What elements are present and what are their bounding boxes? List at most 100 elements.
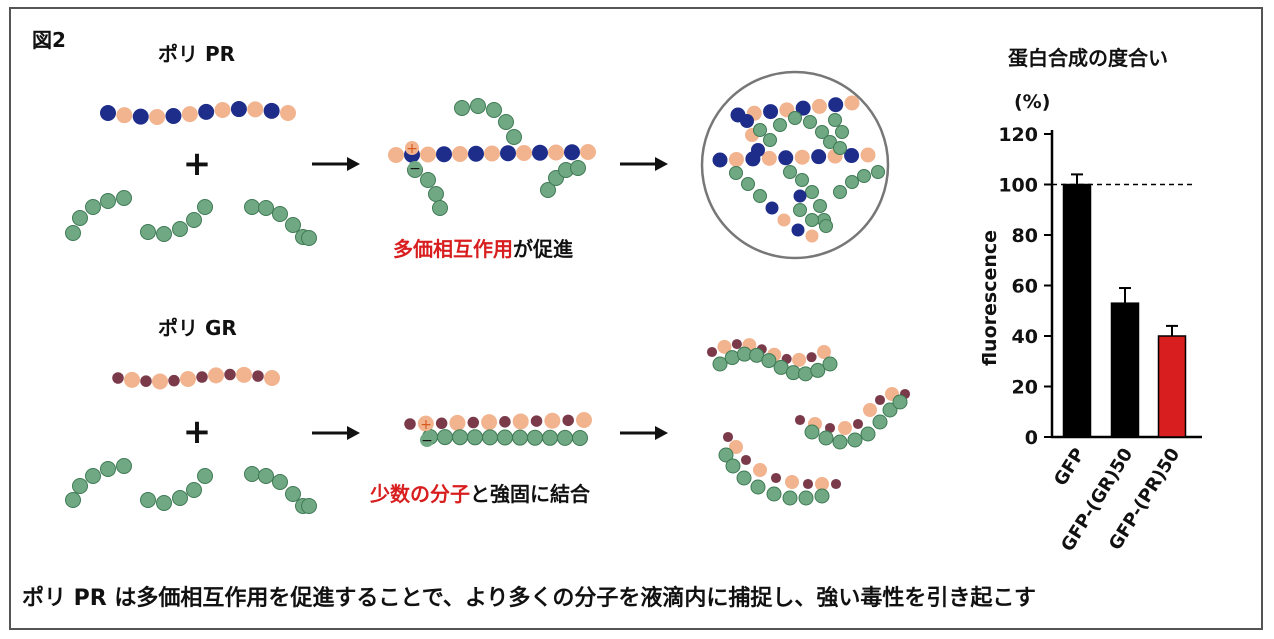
green-bead: [65, 225, 81, 241]
peach-bead: [817, 345, 831, 359]
green-bead: [85, 199, 101, 215]
charge-marks-row1: + −: [405, 141, 422, 177]
green-bead: [497, 429, 513, 446]
peach-bead: [116, 107, 133, 124]
navy-bead: [740, 114, 754, 128]
row1-caption-highlight: 多価相互作用: [393, 237, 513, 261]
green-bead: [783, 165, 797, 179]
peach-bead: [512, 413, 529, 430]
green-bead: [244, 466, 260, 482]
green-bead: [835, 125, 849, 139]
green-bead: [285, 486, 301, 502]
green-bead: [832, 434, 848, 450]
green-bead: [186, 212, 202, 228]
peach-bead: [728, 151, 744, 167]
green-bead: [882, 402, 898, 418]
plus-sign-row1: +: [183, 144, 212, 184]
maroon-bead: [140, 375, 152, 387]
peach-bead: [576, 412, 592, 428]
peach-bead: [863, 403, 877, 417]
y-tick-label: 0: [1025, 427, 1038, 449]
navy-bead: [230, 101, 247, 118]
green-bead: [805, 185, 819, 199]
green-bead: [420, 172, 436, 188]
green-bead: [814, 488, 830, 504]
green-bead: [871, 165, 885, 179]
peach-bead: [548, 144, 564, 161]
green-bead: [540, 182, 556, 198]
green-bead: [467, 429, 483, 446]
green-bead: [72, 210, 88, 226]
green-bead: [793, 203, 807, 217]
peach-bead: [452, 146, 468, 162]
maroon-bead: [802, 478, 814, 490]
green-bead: [860, 426, 876, 442]
green-bead: [833, 141, 847, 155]
green-bead: [788, 111, 802, 125]
green-bead: [197, 468, 213, 484]
y-tick-label: 100: [998, 175, 1038, 197]
maroon-bead: [874, 394, 886, 406]
navy-bead: [844, 148, 860, 164]
maroon-bead: [740, 454, 752, 466]
arrow-icon-row2b: [620, 426, 668, 440]
maroon-bead: [806, 352, 817, 363]
maroon-bead: [252, 370, 264, 382]
positive-charge-icon: +: [406, 141, 418, 157]
peach-bead: [484, 145, 500, 162]
green-bead: [272, 474, 288, 490]
green-bead: [285, 217, 301, 233]
green-bead: [803, 115, 817, 129]
green-bead: [116, 190, 132, 206]
peach-bead: [785, 475, 799, 489]
peach-bead: [388, 147, 404, 163]
bar: [1110, 302, 1140, 438]
y-tick-label: 40: [1012, 326, 1038, 348]
maroon-bead: [435, 417, 448, 430]
poly-pr-title: ポリ PR: [158, 42, 236, 66]
green-bead: [140, 492, 156, 508]
peach-bead: [214, 101, 231, 118]
maroon-bead: [168, 374, 180, 387]
green-bead: [805, 213, 819, 227]
peach-bead: [544, 412, 561, 429]
green-bead: [892, 394, 908, 410]
green-bead: [85, 468, 101, 484]
maroon-bead: [830, 478, 842, 490]
green-bead: [301, 498, 317, 514]
green-bead: [454, 100, 470, 116]
category-label: GFP: [1050, 445, 1089, 490]
row2-caption-highlight: 少数の分子: [370, 482, 470, 506]
figure-label: 図2: [32, 28, 66, 52]
green-bead: [432, 200, 448, 216]
y-tick-label: 80: [1012, 225, 1038, 247]
green-bead: [753, 123, 767, 137]
green-bead: [244, 199, 260, 215]
green-bead: [818, 430, 834, 446]
green-bead: [847, 432, 863, 448]
peach-bead: [844, 95, 860, 111]
charge-marks-row2: + −: [419, 417, 434, 449]
green-bead: [813, 199, 827, 213]
green-bead: [773, 118, 787, 132]
maroon-bead: [722, 431, 734, 443]
maroon-bead: [404, 418, 416, 430]
arrow-icon-row1b: [620, 157, 668, 171]
green-bead: [156, 495, 172, 511]
peach-bead: [811, 98, 827, 114]
peach-bead: [420, 146, 436, 163]
peach-bead: [792, 352, 807, 367]
peach-bead: [516, 145, 532, 161]
green-bead: [301, 230, 317, 246]
green-bead: [725, 458, 741, 474]
green-bead: [761, 353, 777, 369]
maroon-bead: [824, 422, 836, 434]
green-bead: [741, 177, 755, 191]
maroon-bead: [731, 339, 742, 350]
peach-bead: [247, 101, 264, 118]
green-bead: [65, 492, 81, 508]
peach-bead: [717, 339, 732, 354]
green-bead: [718, 447, 734, 463]
green-bead: [428, 186, 444, 202]
peach-bead: [149, 108, 166, 125]
